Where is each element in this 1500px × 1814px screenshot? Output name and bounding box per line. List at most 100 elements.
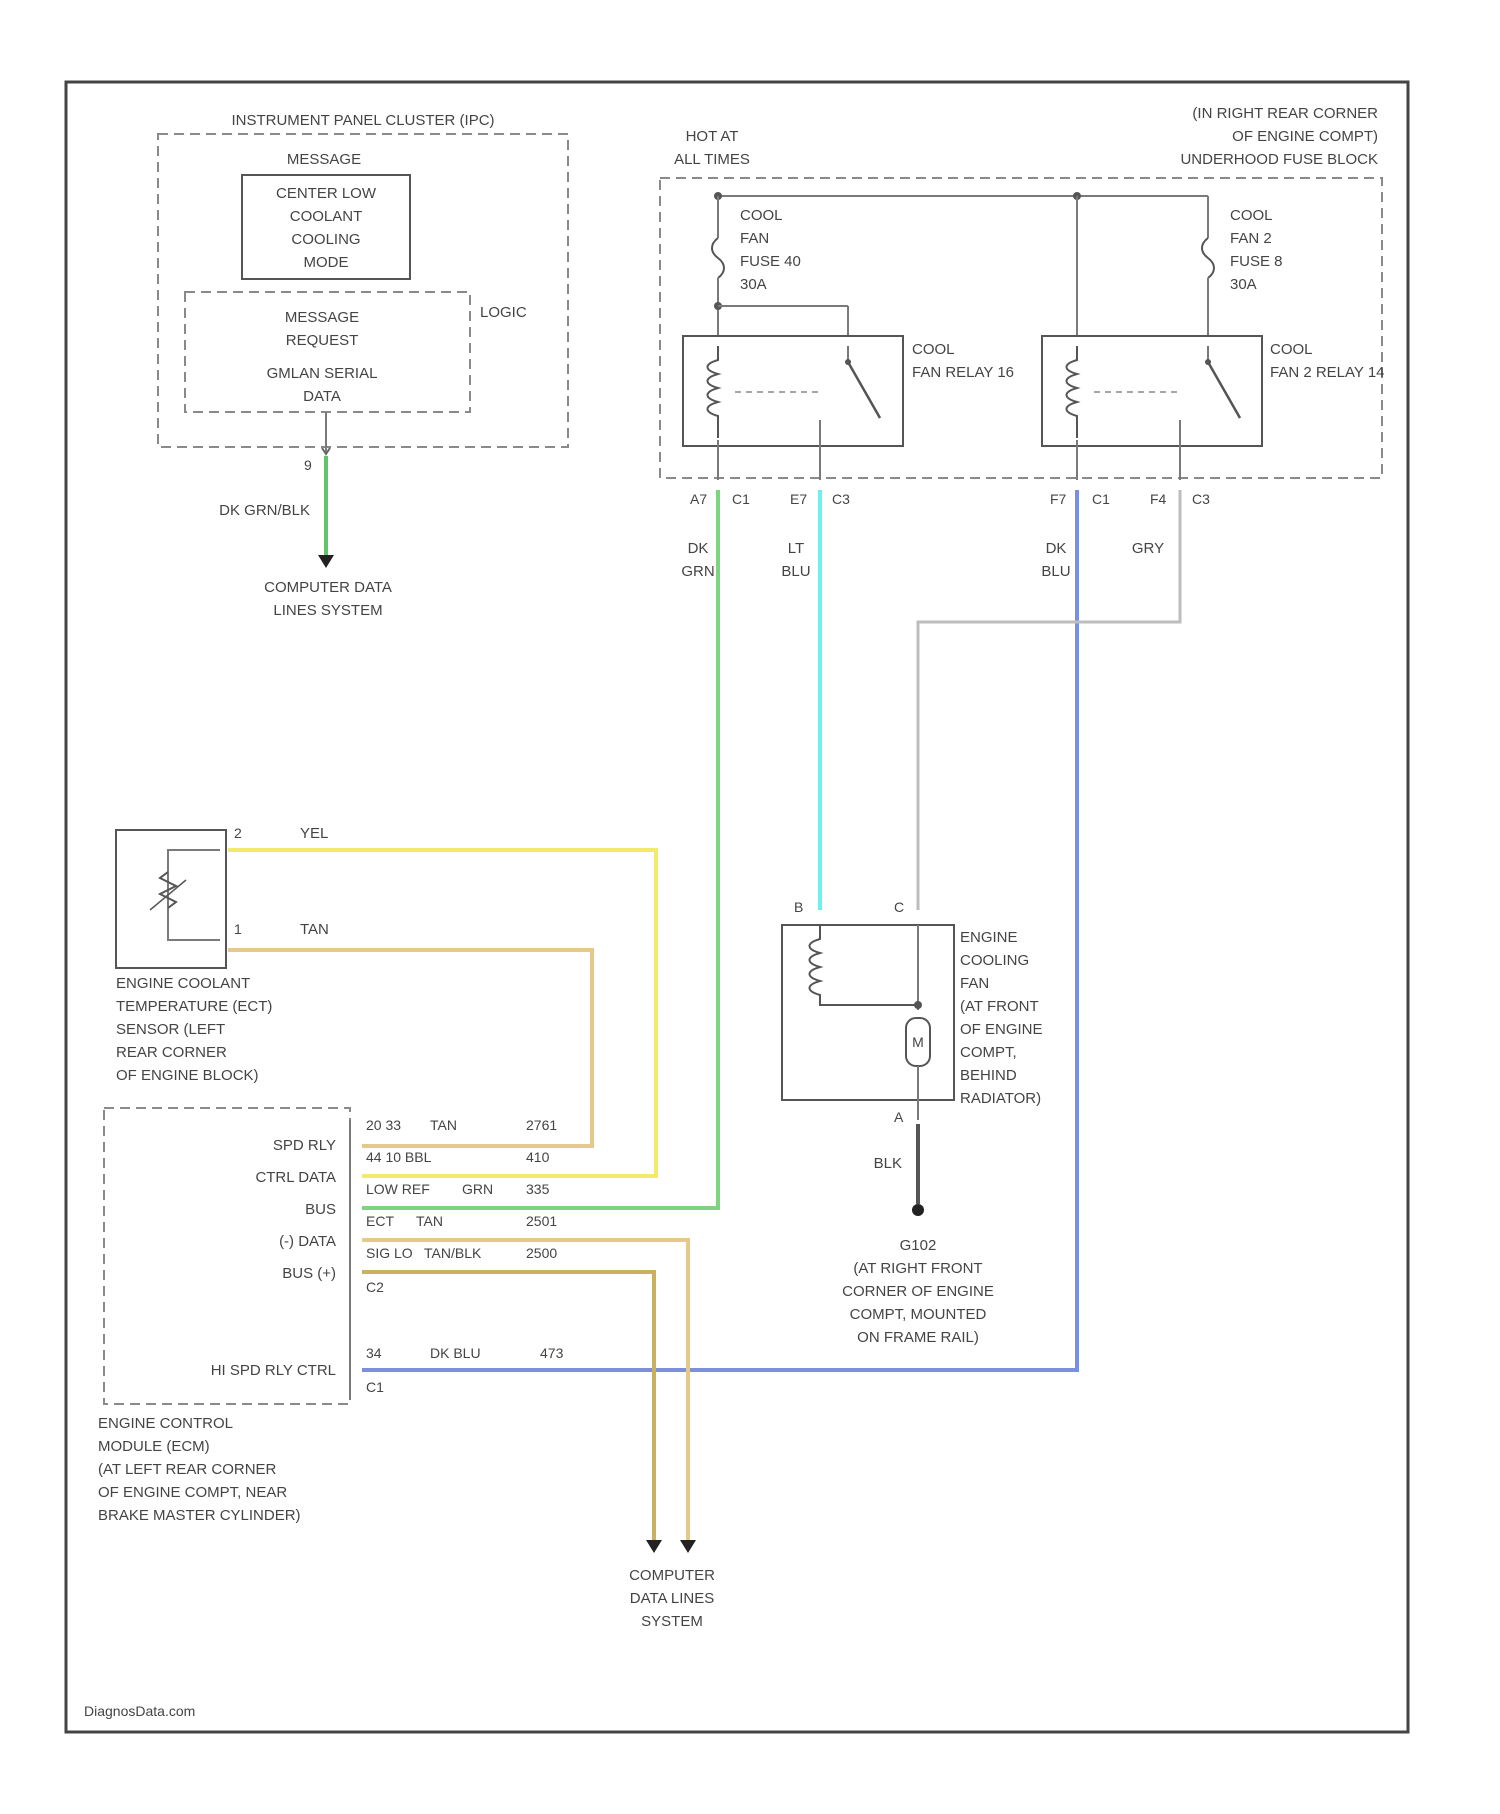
fuse2-label-line: FAN 2	[1230, 230, 1272, 247]
ecm-name-line: ENGINE CONTROL	[98, 1415, 233, 1432]
ipc-request-line: MESSAGE	[285, 309, 359, 326]
relay-pin-label: C3	[1192, 491, 1210, 507]
fan-name-line: OF ENGINE	[960, 1021, 1043, 1038]
hot-label-line: ALL TIMES	[674, 151, 750, 168]
relay-coil-icon	[1067, 346, 1078, 438]
fan-name-line: FAN	[960, 975, 989, 992]
ecm-name-line: (AT LEFT REAR CORNER	[98, 1461, 277, 1478]
relay-switch-icon	[1208, 362, 1240, 418]
ipc-message-header: MESSAGE	[287, 151, 361, 168]
fuse-block-title-line: OF ENGINE COMPT)	[1232, 128, 1378, 145]
ecm-row-pin: SIG LO	[366, 1245, 413, 1261]
wire-tan-data-bus	[362, 1240, 688, 1540]
ect-name-line: OF ENGINE BLOCK)	[116, 1067, 259, 1084]
wire-label: GRY	[1132, 540, 1164, 557]
ipc-logic-label: LOGIC	[480, 304, 527, 321]
connector-arrow-icon	[680, 1540, 696, 1553]
ecm-connector-label: C2	[366, 1279, 384, 1295]
ecm-row-wire: TAN	[430, 1117, 457, 1133]
fuse2-label-line: COOL	[1230, 207, 1273, 224]
ecm-row-pin: ECT	[366, 1213, 394, 1229]
ecm-left-label: BUS (+)	[282, 1265, 336, 1282]
fan-name-line: COMPT,	[960, 1044, 1017, 1061]
fuse1-label-line: FUSE 40	[740, 253, 801, 270]
ect-pin: 1	[234, 921, 242, 937]
ect-name-line: ENGINE COOLANT	[116, 975, 250, 992]
ecm-row-wire: TAN/BLK	[424, 1245, 482, 1261]
ecm-row-wire: GRN	[462, 1181, 493, 1197]
fan-name-line: RADIATOR)	[960, 1090, 1041, 1107]
wire-label: BLU	[781, 563, 810, 580]
ecm-module: SPD RLY CTRL DATA BUS (-) DATA BUS (+) H…	[98, 1108, 688, 1540]
ipc-dest-line: COMPUTER DATA	[264, 579, 392, 596]
ipc-message-line: COOLING	[291, 231, 360, 248]
ipc-wire-label: DK GRN/BLK	[219, 502, 310, 519]
ground-location-line: CORNER OF ENGINE	[842, 1283, 994, 1300]
underhood-fuse-block: (IN RIGHT REAR CORNER OF ENGINE COMPT) U…	[660, 105, 1385, 507]
ipc-serial-line: GMLAN SERIAL	[267, 365, 378, 382]
relay-pin-label: F4	[1150, 491, 1167, 507]
fan-motor-label: M	[912, 1034, 924, 1050]
fan-name-line: ENGINE	[960, 929, 1018, 946]
ecm-hi-pin: 34	[366, 1345, 382, 1361]
wire-label: DK	[688, 540, 709, 557]
relay2-label-line: COOL	[1270, 341, 1313, 358]
ipc-serial-line: DATA	[303, 388, 341, 405]
ecm-left-label: BUS	[305, 1201, 336, 1218]
fan-name-line: BEHIND	[960, 1067, 1017, 1084]
ecm-row-circuit: 2501	[526, 1213, 557, 1229]
ipc-pin: 9	[304, 457, 312, 473]
ect-name-line: TEMPERATURE (ECT)	[116, 998, 272, 1015]
ipc-title: INSTRUMENT PANEL CLUSTER (IPC)	[231, 112, 494, 129]
ecm-left-label: (-) DATA	[279, 1233, 336, 1250]
ipc-message-line: MODE	[304, 254, 349, 271]
ecm-left-label: CTRL DATA	[255, 1169, 336, 1186]
ect-name-line: SENSOR (LEFT	[116, 1021, 225, 1038]
fuse-symbol-icon	[1202, 238, 1214, 278]
relay-pin-label: A7	[690, 491, 707, 507]
ipc-dest-line: LINES SYSTEM	[273, 602, 382, 619]
fan-pin: A	[894, 1109, 904, 1125]
connector-arrow-icon	[318, 555, 334, 568]
fuse-symbol-icon	[712, 238, 724, 278]
ect-wire-label: YEL	[300, 825, 328, 842]
relay-coil-icon	[708, 346, 719, 438]
footer-watermark: DiagnosData.com	[84, 1703, 195, 1719]
fan-name-line: (AT FRONT	[960, 998, 1039, 1015]
fan-name-line: COOLING	[960, 952, 1029, 969]
ipc-module: INSTRUMENT PANEL CLUSTER (IPC) MESSAGE C…	[158, 112, 568, 619]
ect-pin: 2	[234, 825, 242, 841]
ecm-connector-label: C1	[366, 1379, 384, 1395]
ground-location-line: (AT RIGHT FRONT	[853, 1260, 982, 1277]
bottom-dest-line: DATA LINES	[630, 1590, 714, 1607]
bottom-destination: COMPUTER DATA LINES SYSTEM	[629, 1540, 715, 1630]
ecm-left-label: HI SPD RLY CTRL	[211, 1362, 336, 1379]
ecm-row-pin: 44 10 BBL	[366, 1149, 432, 1165]
ect-name-line: REAR CORNER	[116, 1044, 227, 1061]
ecm-row-wire: TAN	[416, 1213, 443, 1229]
ecm-row-pin: 20 33	[366, 1117, 401, 1133]
ground-label: G102	[900, 1237, 937, 1254]
ecm-row-circuit: 2500	[526, 1245, 557, 1261]
cooling-fan: B C M A BLK ENGINE COOLING FAN (AT FRONT…	[782, 899, 1043, 1346]
fuse1-label-line: FAN	[740, 230, 769, 247]
ecm-name-line: BRAKE MASTER CYLINDER)	[98, 1507, 301, 1524]
fan-wire-label: BLK	[874, 1155, 902, 1172]
hot-label-line: HOT AT	[686, 128, 739, 145]
relay-pin-label: F7	[1050, 491, 1067, 507]
ect-wire-label: TAN	[300, 921, 329, 938]
fuse1-label-line: 30A	[740, 276, 767, 293]
ecm-name-line: OF ENGINE COMPT, NEAR	[98, 1484, 287, 1501]
relay-pin-label: E7	[790, 491, 807, 507]
ground-location-line: ON FRAME RAIL)	[857, 1329, 979, 1346]
wire-label: DK	[1046, 540, 1067, 557]
relay-pin-label: C3	[832, 491, 850, 507]
wire-label: BLU	[1041, 563, 1070, 580]
fuse-block-title-line: (IN RIGHT REAR CORNER	[1192, 105, 1378, 122]
relay2-label-line: FAN 2 RELAY 14	[1270, 364, 1385, 381]
ecm-hi-wire: DK BLU	[430, 1345, 481, 1361]
relay1-label-line: COOL	[912, 341, 955, 358]
ecm-left-label: SPD RLY	[273, 1137, 336, 1154]
ipc-message-line: CENTER LOW	[276, 185, 377, 202]
